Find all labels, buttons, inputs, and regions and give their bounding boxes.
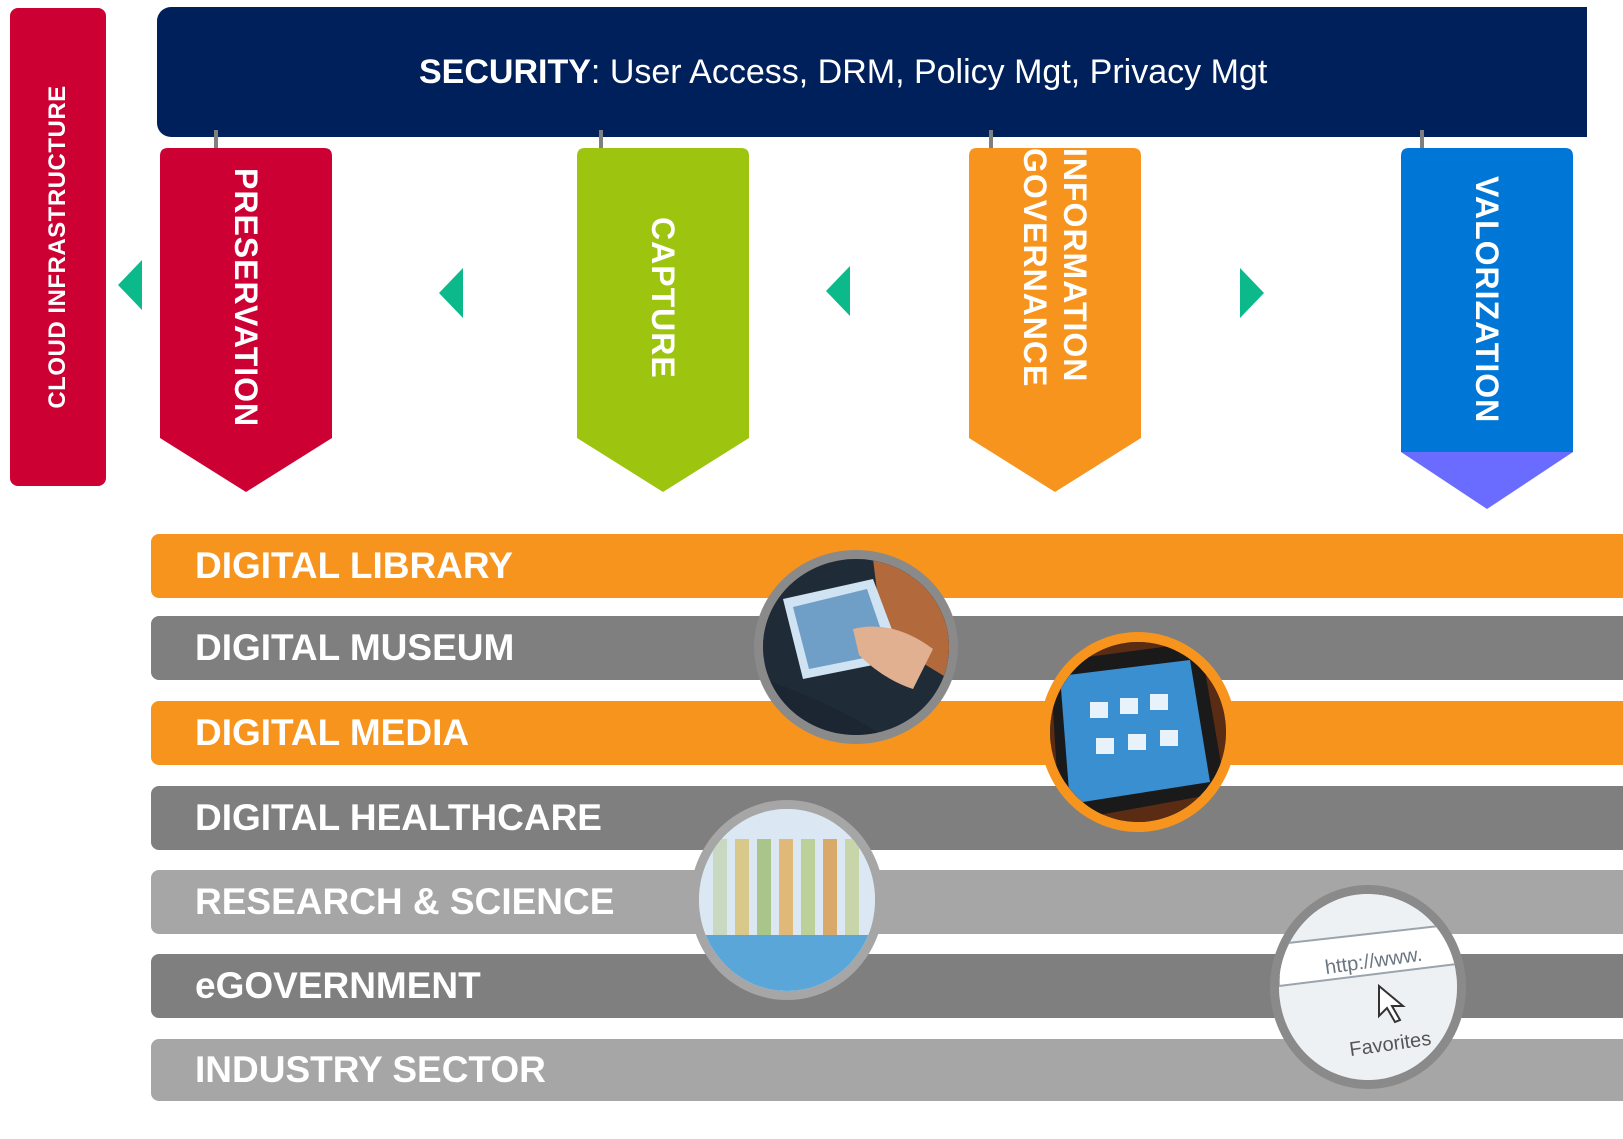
cursor <box>1378 983 1406 1024</box>
tablet-apps-illustration <box>1050 642 1226 822</box>
pillar-information-governance: INFORMATION GOVERNANCE <box>969 148 1141 494</box>
connector-tick <box>599 130 603 152</box>
device-screen <box>1060 660 1210 804</box>
security-title: SECURITY <box>419 53 591 91</box>
pillar-preservation-label: PRESERVATION <box>228 168 264 428</box>
pillar-preservation-fill <box>160 148 332 492</box>
test-tubes-illustration <box>699 809 875 991</box>
tube <box>735 839 749 939</box>
flow-arrow-fill <box>1240 268 1264 318</box>
pillar-valorization-shape <box>1401 148 1573 509</box>
flow-arrow-left-icon <box>439 268 463 318</box>
app <box>1090 702 1108 718</box>
security-items: : User Access, DRM, Policy Mgt, Privacy … <box>590 53 1268 91</box>
pillar-valorization-tip <box>1401 452 1573 509</box>
connector-tick <box>989 130 993 152</box>
test-tubes-photo <box>690 800 884 1000</box>
app <box>1160 730 1178 746</box>
security-text: SECURITY: User Access, DRM, Policy Mgt, … <box>419 53 1267 92</box>
sector-label: DIGITAL MEDIA <box>195 712 470 753</box>
sector-digital-library: DIGITAL LIBRARY <box>151 534 1623 598</box>
sector-digital-media: DIGITAL MEDIA <box>151 701 1623 765</box>
pillar-capture: CAPTURE <box>577 148 749 494</box>
pillar-valorization: VALORIZATION <box>1401 148 1573 510</box>
flow-arrow-fill <box>439 268 463 318</box>
flow-arrow-fill <box>826 266 850 316</box>
pillar-preservation: PRESERVATION <box>160 148 332 494</box>
tablet-apps-photo <box>1040 632 1236 832</box>
tablet-touch-illustration <box>763 559 949 735</box>
app <box>1120 698 1138 714</box>
connector-tick <box>1420 130 1424 152</box>
connector-tick <box>214 130 218 152</box>
flow-arrow-left-icon <box>118 260 142 310</box>
pillar-capture-shape <box>577 148 749 492</box>
bg <box>1279 894 1457 1080</box>
cloud-infrastructure-label: CLOUD INFRASTRUCTURE <box>44 85 71 409</box>
tube <box>801 839 815 939</box>
sector-digital-healthcare: DIGITAL HEALTHCARE <box>151 786 1623 850</box>
hand <box>853 626 933 689</box>
tube <box>845 839 859 939</box>
tube <box>823 839 837 939</box>
pillar-valorization-label: VALORIZATION <box>1469 176 1505 424</box>
browser-favorites-illustration: http://www. Favorites <box>1279 894 1457 1080</box>
sector-label: DIGITAL MUSEUM <box>195 627 515 668</box>
pillar-preservation-shape <box>160 148 332 492</box>
tube <box>713 839 727 939</box>
tablet-touch-photo <box>754 550 958 744</box>
tube <box>757 839 771 939</box>
sector-label: eGOVERNMENT <box>195 965 481 1006</box>
pillar-valorization-fill <box>1401 148 1573 452</box>
pillar-capture-label: CAPTURE <box>645 217 681 379</box>
pillar-information-governance-shape <box>969 148 1141 492</box>
sector-label: INDUSTRY SECTOR <box>195 1049 546 1090</box>
flow-arrow-right-icon <box>1240 268 1264 318</box>
flow-arrow-left-icon <box>826 266 850 316</box>
pillar-information-governance-label: INFORMATION GOVERNANCE <box>1017 148 1093 388</box>
sector-label: DIGITAL LIBRARY <box>195 545 513 586</box>
security-banner: SECURITY: User Access, DRM, Policy Mgt, … <box>157 7 1587 137</box>
app <box>1096 738 1114 754</box>
sector-label: DIGITAL HEALTHCARE <box>195 797 602 838</box>
sector-label: RESEARCH & SCIENCE <box>195 881 615 922</box>
pillar-information-governance-fill <box>969 148 1141 492</box>
address-bar <box>1279 922 1457 988</box>
browser-favorites-photo: http://www. Favorites <box>1270 885 1466 1089</box>
app <box>1150 694 1168 710</box>
pillar-capture-fill <box>577 148 749 492</box>
app <box>1128 734 1146 750</box>
cloud-infrastructure-bar: CLOUD INFRASTRUCTURE <box>10 8 106 486</box>
flow-arrow-fill <box>118 260 142 310</box>
tube <box>779 839 793 939</box>
